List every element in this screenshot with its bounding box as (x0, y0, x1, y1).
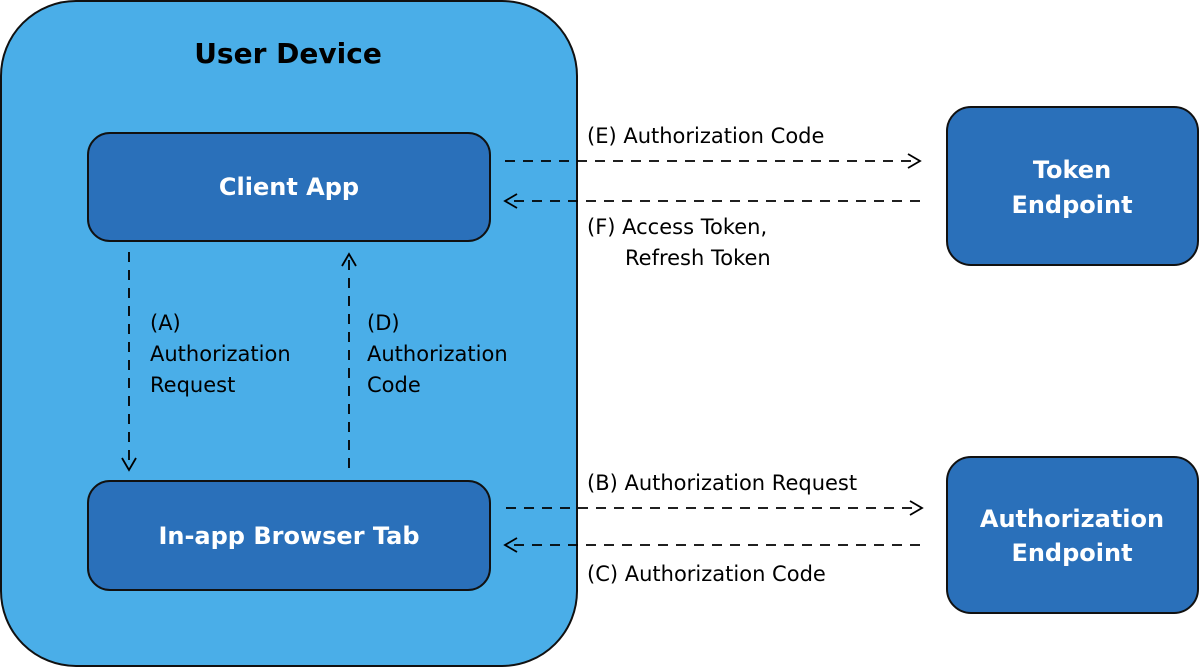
arrow-f-access-token (503, 193, 920, 209)
browser-tab-box (87, 480, 491, 591)
token-endpoint-label-line1: Token (1033, 156, 1111, 184)
flow-d-label-line3: Code (367, 373, 421, 397)
token-endpoint-label-line2: Endpoint (1011, 191, 1132, 219)
arrow-a-authorization-request (121, 252, 137, 472)
authorization-endpoint-box (946, 456, 1199, 614)
authorization-endpoint-label-line1: Authorization (980, 505, 1164, 533)
flow-d-label-line2: Authorization (367, 342, 508, 366)
arrow-c-authorization-code (503, 537, 920, 553)
flow-a-label-line1: (A) (150, 311, 181, 335)
token-endpoint-box (946, 106, 1199, 266)
flow-d-label-line1: (D) (367, 311, 400, 335)
user-device-title: User Device (194, 37, 382, 70)
flow-a-label-line3: Request (150, 373, 235, 397)
client-app-label: Client App (219, 173, 359, 201)
arrow-d-authorization-code (341, 252, 357, 468)
flow-c-label: (C) Authorization Code (587, 562, 826, 586)
flow-e-label: (E) Authorization Code (587, 124, 824, 148)
flow-f-label-line1: (F) Access Token, (587, 215, 767, 239)
browser-tab-label: In-app Browser Tab (158, 522, 419, 550)
authorization-endpoint-label-line2: Endpoint (1011, 539, 1132, 567)
client-app-box (87, 132, 491, 242)
flow-a-label-line2: Authorization (150, 342, 291, 366)
flow-b-label: (B) Authorization Request (587, 471, 857, 495)
arrow-e-authorization-code (505, 153, 922, 169)
arrow-b-authorization-request (506, 500, 924, 516)
flow-f-label-line2: Refresh Token (625, 246, 771, 270)
